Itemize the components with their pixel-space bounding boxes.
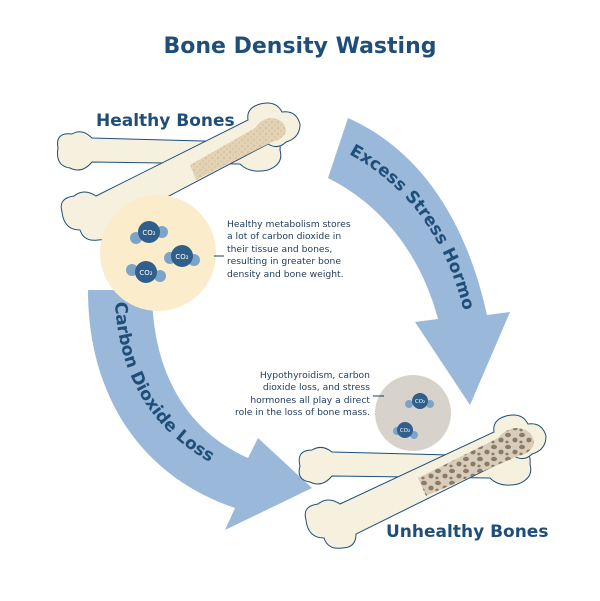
co2-label: CO₂ xyxy=(400,428,410,434)
healthy-bones-label: Healthy Bones xyxy=(96,111,235,131)
healthy-bones xyxy=(57,102,301,241)
co2-molecule: CO₂ xyxy=(405,393,434,409)
stress-arrow-body xyxy=(328,118,510,405)
unhealthy-caption: Hypothyroidism, carbon dioxide loss, and… xyxy=(235,370,370,419)
co2-molecule: CO₂ xyxy=(164,245,200,267)
co2-label: CO₂ xyxy=(175,253,188,261)
co2-molecule: CO₂ xyxy=(126,261,166,283)
co2-molecule: CO₂ xyxy=(130,221,168,244)
unhealthy-bones xyxy=(298,414,547,549)
healthy-co2-circle: CO₂ CO₂ CO₂ xyxy=(100,195,224,311)
page-title: Bone Density Wasting xyxy=(163,34,437,59)
co2-label: CO₂ xyxy=(415,399,425,405)
co2-molecule: CO₂ xyxy=(393,422,418,439)
co2-label: CO₂ xyxy=(139,269,152,277)
unhealthy-co2-circle: CO₂ CO₂ xyxy=(373,375,451,451)
co2-label: CO₂ xyxy=(142,229,155,237)
unhealthy-bones-label: Unhealthy Bones xyxy=(386,522,549,542)
unhealthy-porous-marrow xyxy=(418,428,534,496)
co2-arrow-body xyxy=(88,290,312,530)
healthy-caption: Healthy metabolism stores a lot of carbo… xyxy=(227,219,351,280)
healthy-molecule-bubble xyxy=(100,195,216,311)
unhealthy-molecule-bubble xyxy=(375,375,451,451)
